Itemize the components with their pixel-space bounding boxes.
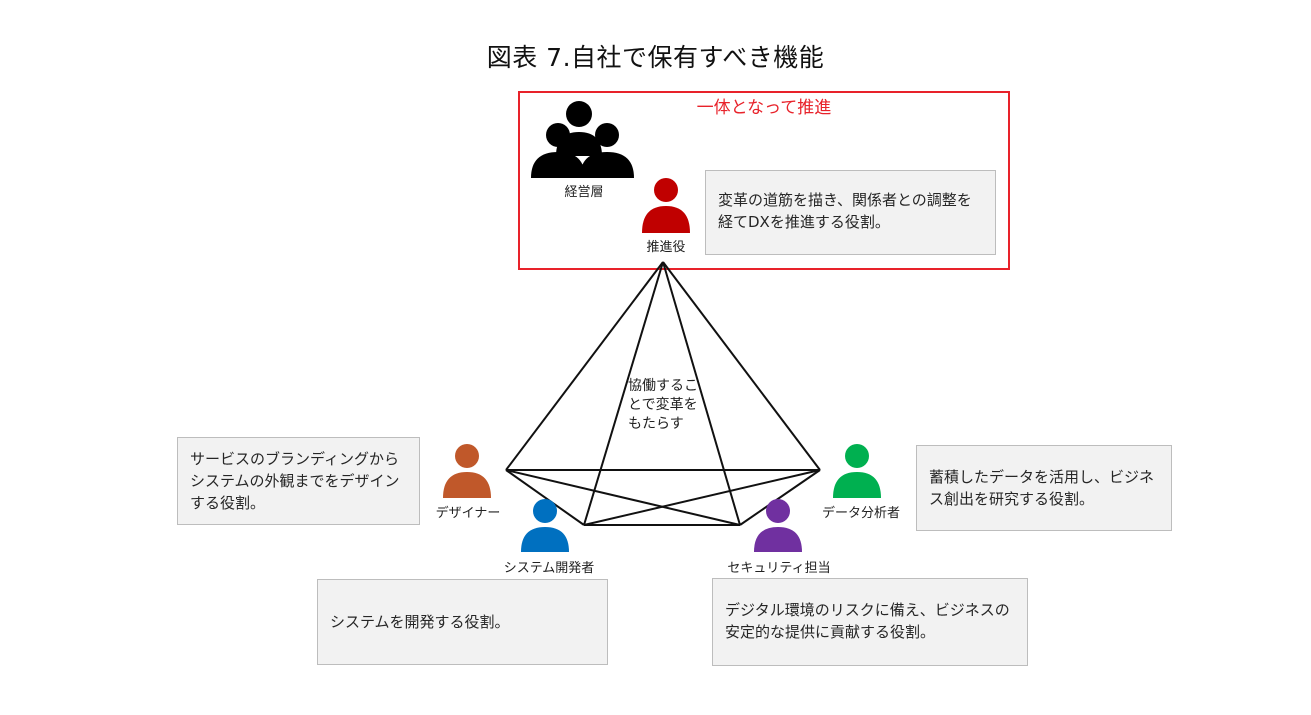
team-caption: 一体となって推進	[696, 98, 832, 118]
developer-description: システムを開発する役割。	[317, 579, 608, 665]
management-group-icon	[531, 101, 634, 178]
analyst-person-icon	[833, 444, 881, 498]
link-promoter-security	[662, 261, 741, 526]
analyst-description: 蓄積したデータを活用し、ビジネス創出を研究する役割。	[916, 445, 1172, 531]
team-boundary-box	[518, 91, 1010, 270]
link-promoter-developer	[583, 261, 664, 526]
link-designer-security	[505, 469, 741, 526]
link-analyst-security	[739, 469, 821, 526]
link-analyst-developer	[583, 469, 821, 526]
management-label: 経営層	[564, 185, 604, 200]
security-person-icon	[754, 499, 802, 552]
security-label: セキュリティ担当	[727, 561, 831, 576]
analyst-label: データ分析者	[821, 506, 900, 521]
page-title: 図表 7.自社で保有すべき機能	[486, 43, 825, 72]
collaboration-caption: 協働することで変革をもたらす	[628, 378, 698, 432]
promoter-person-icon	[642, 178, 690, 233]
promoter-label: 推進役	[646, 240, 686, 255]
developer-label: システム開発者	[503, 561, 595, 576]
management-group-figures	[531, 101, 634, 178]
security-description: デジタル環境のリスクに備え、ビジネスの安定的な提供に貢献する役割。	[712, 578, 1028, 666]
promoter-description: 変革の道筋を描き、関係者との調整を経てDXを推進する役割。	[705, 170, 996, 255]
developer-person-icon	[521, 499, 569, 552]
link-designer-developer	[505, 469, 585, 526]
link-promoter-analyst	[662, 261, 821, 471]
designer-description: サービスのブランディングからシステムの外観までをデザインする役割。	[177, 437, 420, 525]
link-promoter-designer	[505, 261, 664, 471]
designer-person-icon	[443, 444, 491, 498]
designer-label: デザイナー	[435, 506, 501, 521]
